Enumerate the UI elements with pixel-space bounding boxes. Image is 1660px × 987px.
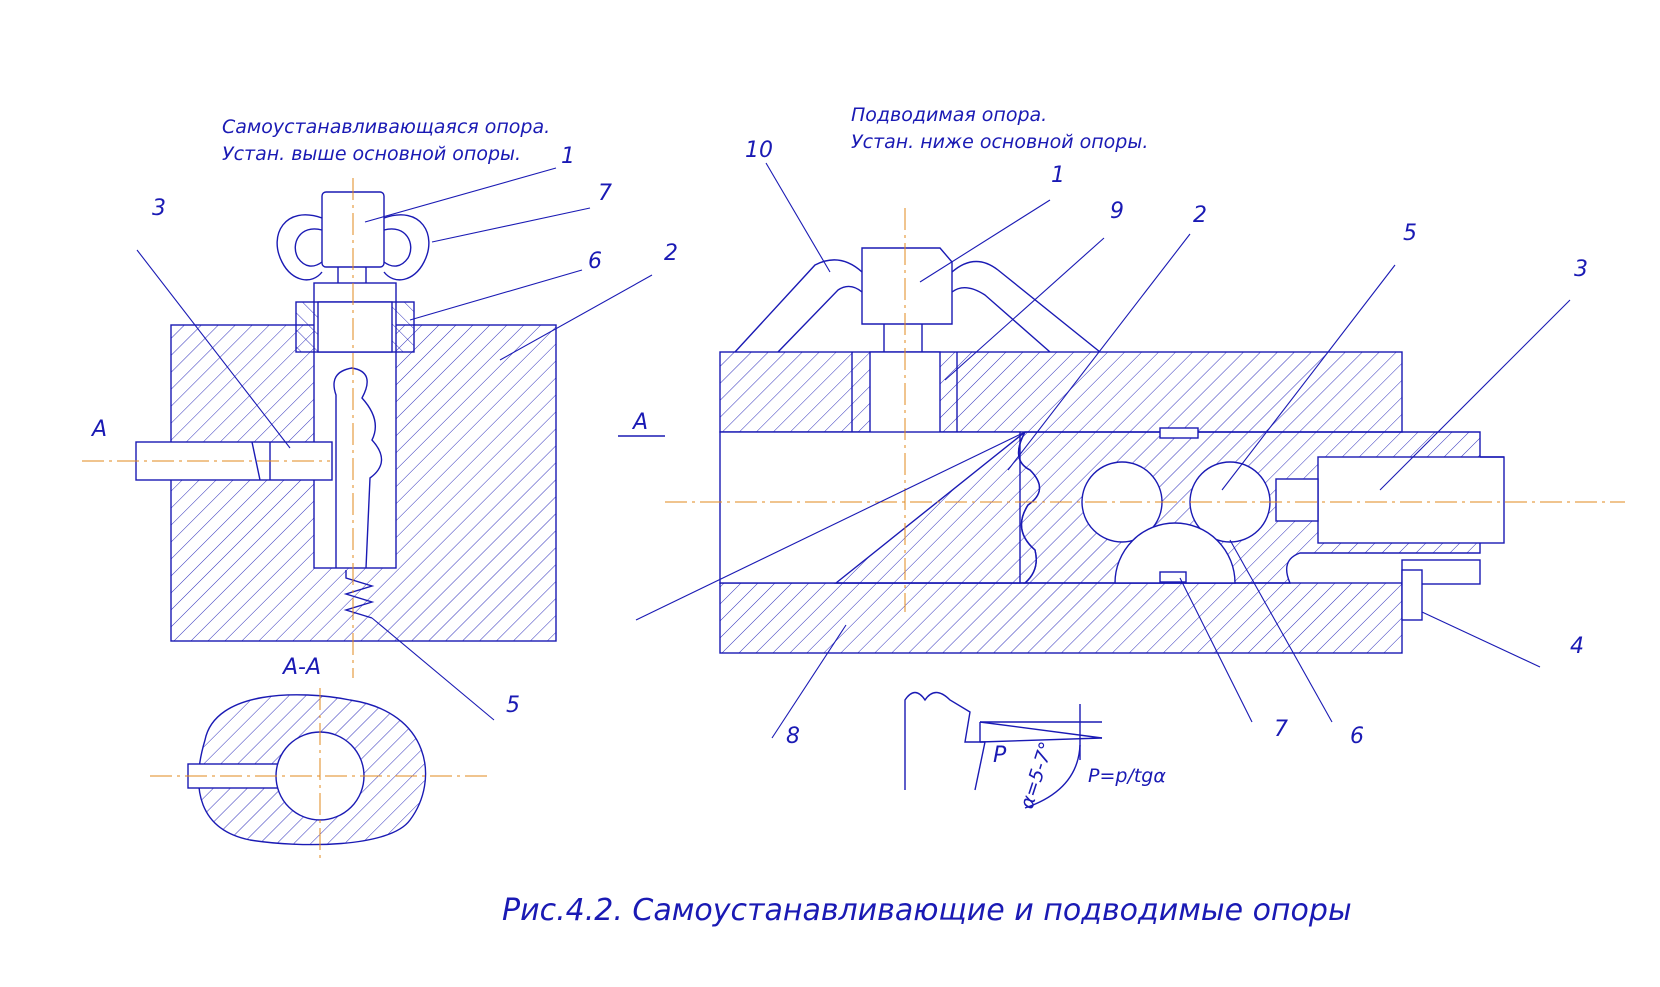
- left-label-1: 1: [561, 144, 575, 169]
- right-note-line2: Устан. ниже основной опоры.: [851, 131, 1148, 153]
- left-spring-right: [383, 214, 430, 281]
- right-ball-bottom: [1114, 522, 1236, 584]
- right-label-7: 7: [1274, 717, 1288, 742]
- right-top-plate: [719, 351, 1403, 433]
- right-note-line1: Подводимая опора.: [851, 104, 1047, 126]
- left-label-7: 7: [598, 181, 612, 206]
- left-spring-bottom: [343, 570, 375, 619]
- right-label-3: 3: [1574, 257, 1588, 282]
- left-label-5: 5: [506, 693, 520, 718]
- right-support-view: Подводимая опора. Устан. ниже основной о…: [618, 104, 1625, 812]
- right-label-4: 4: [1570, 634, 1584, 659]
- right-section-mark: A: [631, 410, 648, 435]
- right-screw: [1317, 456, 1505, 544]
- right-inclined-line: [635, 431, 1026, 621]
- right-label-10: 10: [745, 138, 773, 163]
- right-label-1: 1: [1051, 163, 1065, 188]
- right-head: [861, 247, 953, 325]
- right-screw-tip: [1275, 478, 1319, 522]
- left-section-mark: A: [90, 417, 107, 442]
- angle-arc: [1024, 744, 1081, 809]
- figure-caption: Рис.4.2. Самоустанавливающие и подводимы…: [502, 893, 1352, 928]
- left-spring-left: [276, 214, 323, 281]
- right-label-2: 2: [1193, 203, 1207, 228]
- right-label-6: 6: [1350, 724, 1364, 749]
- left-label-3: 3: [152, 196, 166, 221]
- left-support-view: Самоустанавливающаяся опора. Устан. выше…: [82, 116, 678, 858]
- left-label-2: 2: [664, 241, 678, 266]
- force-detail-contour: [904, 691, 986, 791]
- right-label-5: 5: [1403, 221, 1417, 246]
- angle-label: α=5-7°: [1016, 739, 1058, 811]
- right-key-top: [1159, 427, 1199, 439]
- right-key-bottom: [1159, 571, 1187, 583]
- right-bottom-plate: [719, 582, 1403, 654]
- left-note-line2: Устан. выше основной опоры.: [222, 143, 521, 165]
- left-note-line1: Самоустанавливающаяся опора.: [222, 116, 550, 138]
- left-wavy-contour: [333, 367, 383, 569]
- right-spring-10: [734, 259, 863, 353]
- force-label: P: [993, 743, 1007, 768]
- right-label-8: 8: [786, 724, 800, 749]
- right-label-9: 9: [1110, 199, 1124, 224]
- section-aa-title: А-А: [281, 655, 321, 680]
- left-label-6: 6: [588, 249, 602, 274]
- force-formula: P=p/tgα: [1088, 765, 1166, 787]
- left-bushing-bore: [317, 301, 393, 353]
